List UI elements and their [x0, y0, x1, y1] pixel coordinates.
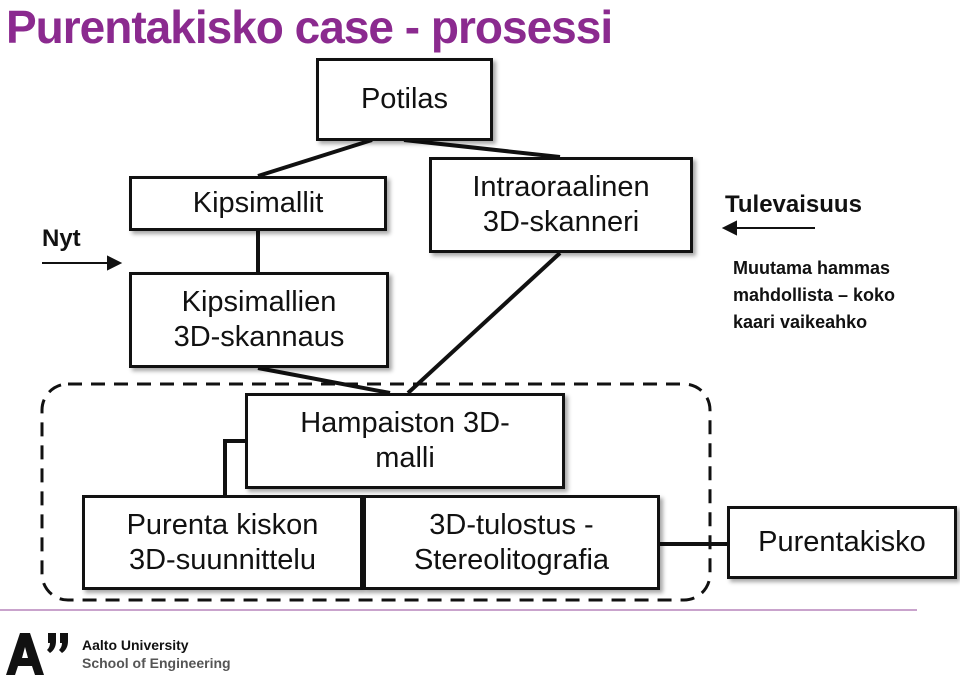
label-tulevaisuus: Tulevaisuus: [725, 191, 862, 218]
node-kipsimallien-skannaus: Kipsimallien 3D-skannaus: [129, 272, 389, 368]
university-name: Aalto University School of Engineering: [82, 636, 231, 672]
tulevaisuus-arrow: [721, 220, 815, 236]
page-title: Purentakisko case - prosessi: [6, 1, 613, 53]
connector-potilas-intraoraalinen: [403, 138, 561, 159]
label-nyt: Nyt: [42, 225, 81, 252]
node-kipsimallit: Kipsimallit: [129, 176, 387, 231]
node-purentakisko: Purentakisko: [727, 506, 957, 579]
school-line: School of Engineering: [82, 655, 231, 671]
footer-divider: [0, 609, 917, 611]
node-intraoraalinen: Intraoraalinen 3D-skanneri: [429, 157, 693, 253]
connector-malli-suunnittelu: [223, 439, 245, 495]
aalto-logo-icon: [6, 633, 68, 675]
node-potilas: Potilas: [316, 58, 493, 141]
node-hampaiston-malli: Hampaiston 3D- malli: [245, 393, 565, 489]
university-line: Aalto University: [82, 637, 189, 653]
connector-skannaus-malli: [257, 366, 391, 395]
nyt-arrow: [42, 255, 123, 271]
dashed-region: [40, 382, 712, 602]
connector-potilas-kipsimallit: [257, 138, 373, 178]
node-tulostus: 3D-tulostus - Stereolitografia: [363, 495, 660, 590]
future-note: Muutama hammas mahdollista – koko kaari …: [733, 258, 896, 332]
node-purenta-suunnittelu: Purenta kiskon 3D-suunnittelu: [82, 495, 363, 590]
connector-intraoraalinen-malli: [406, 251, 562, 395]
